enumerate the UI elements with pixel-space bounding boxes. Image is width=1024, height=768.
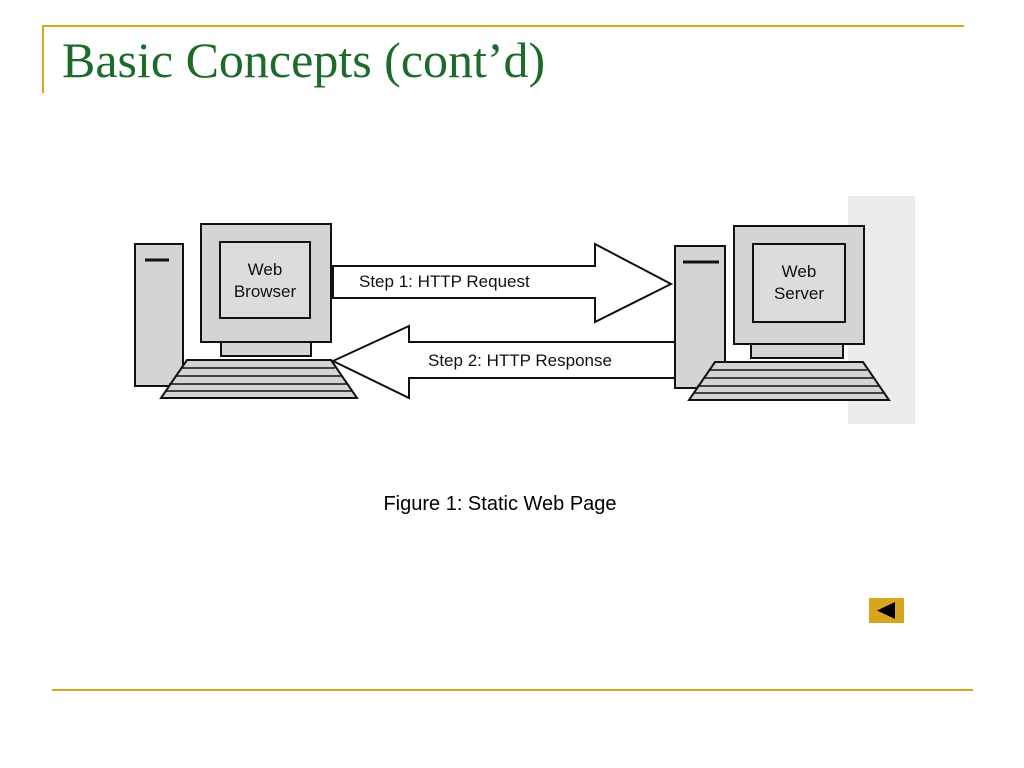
server-screen xyxy=(752,243,846,323)
server-computer xyxy=(674,225,891,401)
server-keyboard xyxy=(687,361,891,401)
bottom-rule xyxy=(52,689,973,691)
slide-title: Basic Concepts (cont’d) xyxy=(62,32,546,88)
title-accent-bar xyxy=(42,25,44,93)
response-arrow xyxy=(330,324,676,400)
request-arrow xyxy=(332,242,674,324)
client-tower xyxy=(134,243,184,387)
client-keyboard xyxy=(159,359,359,399)
triangle-left-icon xyxy=(877,602,895,619)
client-computer xyxy=(134,223,359,399)
server-label-line2: Server xyxy=(774,284,824,303)
top-rule xyxy=(42,25,964,27)
response-label: Step 2: HTTP Response xyxy=(428,351,612,370)
client-label-line2: Browser xyxy=(234,282,297,301)
back-button[interactable] xyxy=(869,598,904,623)
figure-caption: Figure 1: Static Web Page xyxy=(383,493,617,515)
client-label-line1: Web xyxy=(248,260,283,279)
client-screen xyxy=(219,241,311,319)
static-web-page-diagram: Web Browser Step 1: HTTP Request Step 2:… xyxy=(123,196,915,424)
request-label: Step 1: HTTP Request xyxy=(359,272,530,291)
server-label-line1: Web xyxy=(782,262,817,281)
